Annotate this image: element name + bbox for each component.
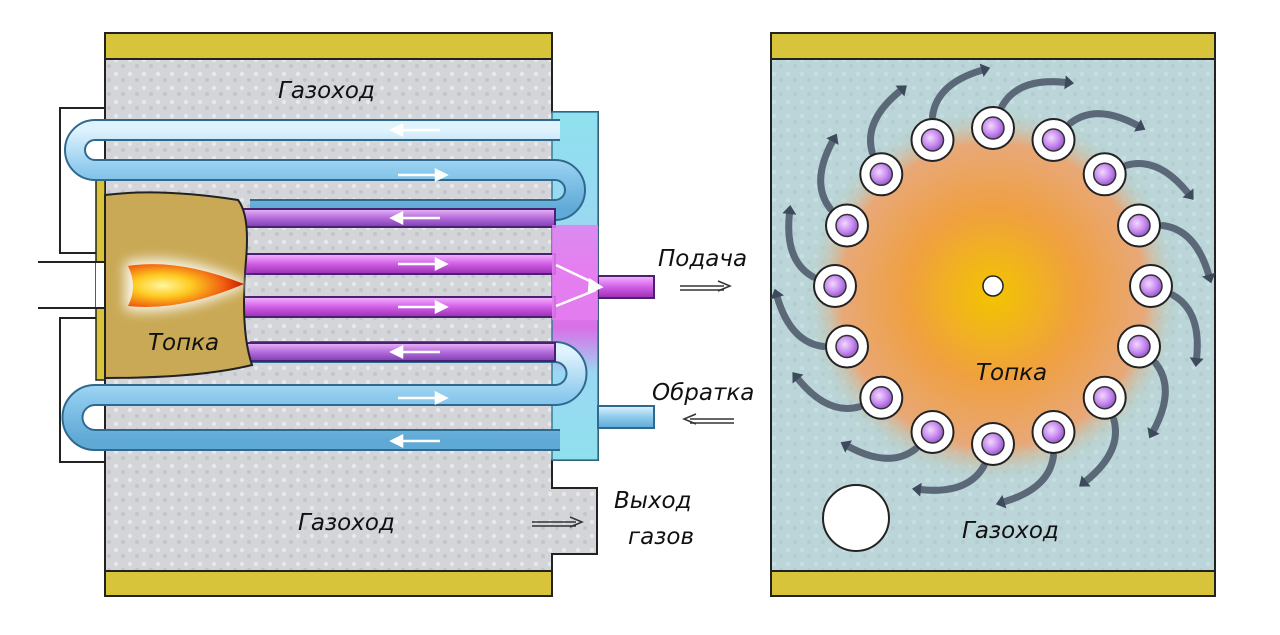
return-outlet-pipe (597, 405, 655, 429)
curved-arrow-icon (1000, 452, 1057, 506)
tube-core (1041, 420, 1066, 444)
firebox-label: Топка (148, 330, 219, 356)
insulation-bottom (104, 570, 553, 597)
tube-core (1127, 334, 1151, 359)
tube-core (981, 116, 1005, 140)
curved-arrow-icon (845, 443, 920, 462)
arrow-right-icon (398, 256, 449, 272)
arrowhead-icon (1064, 75, 1074, 90)
arrowhead-icon (792, 372, 804, 384)
tube-ring (770, 63, 1216, 509)
right-cross-section: Топка Газоход (770, 32, 1216, 597)
flame-icon (125, 258, 250, 312)
exhaust-label-line2: газов (628, 524, 694, 550)
arrowhead-icon (782, 205, 797, 215)
curved-arrow-icon (817, 138, 836, 213)
right-firebox-label: Топка (976, 360, 1047, 386)
arrow-left-icon (389, 122, 440, 138)
arrow-right-icon (532, 516, 584, 528)
curved-arrow-icon (773, 293, 827, 350)
flue-bottom-label: Газоход (298, 510, 395, 536)
insulation-bottom-right (770, 570, 1216, 597)
converging-arrows (555, 263, 604, 308)
tube-core (1092, 162, 1117, 187)
arrowhead-icon (1189, 357, 1204, 367)
arrowhead-icon (1147, 427, 1160, 439)
right-flue-label: Газоход (962, 518, 1059, 544)
curved-arrow-icon (1066, 110, 1141, 129)
supply-outlet-pipe (597, 275, 655, 299)
flue-top-label: Газоход (278, 78, 375, 104)
flue-exit-hole (822, 484, 890, 552)
center-hole (982, 275, 1004, 297)
curved-arrow-icon (1123, 160, 1192, 197)
arrowhead-icon (979, 63, 991, 77)
exhaust-label-line1: Выход (614, 488, 692, 514)
arrowhead-icon (912, 482, 922, 497)
tube-core (1092, 385, 1117, 410)
arrowhead-icon (840, 440, 852, 453)
tube-core (920, 420, 945, 444)
tube-core (835, 334, 859, 359)
tube-core (1139, 274, 1163, 298)
external-arrows (532, 280, 734, 528)
tube-core (1041, 128, 1066, 152)
arrow-left-icon (389, 344, 440, 360)
curved-arrow-icon (1159, 222, 1213, 279)
curved-arrow-icon (867, 87, 904, 156)
curved-arrow-icon (1082, 416, 1119, 485)
curved-arrow-icon (917, 462, 988, 494)
curved-arrow-icon (785, 210, 817, 281)
arrowhead-icon (895, 85, 907, 97)
hot-pipe-3 (239, 296, 556, 318)
insulation-top-right (770, 32, 1216, 60)
tube-core (869, 385, 894, 410)
arrow-left-icon (682, 413, 734, 425)
insulation-top (104, 32, 553, 60)
arrow-right-icon (680, 280, 732, 292)
tube-core (835, 213, 859, 238)
cold-pipes (61, 119, 588, 451)
arrowhead-icon (826, 133, 839, 145)
supply-label: Подача (658, 246, 747, 272)
arrow-right-icon (398, 167, 449, 183)
arrow-left-icon (389, 433, 440, 449)
tube-core (869, 162, 894, 187)
arrow-left-icon (389, 210, 440, 226)
arrowhead-icon (995, 495, 1007, 509)
arrowhead-icon (1202, 272, 1216, 284)
arrowhead-icon (1182, 188, 1194, 200)
return-label: Обратка (652, 380, 754, 406)
arrowhead-icon (1079, 475, 1091, 487)
tube-core (1127, 213, 1151, 238)
arrow-right-icon (398, 390, 449, 406)
tube-core (981, 432, 1005, 456)
left-cross-section: Газоход Топка Газоход Подача Обратка Вых… (38, 32, 754, 597)
hot-pipe-2 (239, 253, 556, 275)
flow-arrows (389, 122, 604, 449)
left-wall-upper (59, 107, 105, 254)
arrowhead-icon (770, 288, 784, 300)
tube-core (920, 128, 945, 152)
curved-arrow-icon (929, 66, 986, 120)
arrow-right-icon (398, 299, 449, 315)
left-wall-lower (59, 317, 105, 463)
curved-arrow-icon (1169, 291, 1201, 362)
tube-core (823, 274, 847, 298)
curved-arrow-icon (794, 375, 863, 412)
curved-arrow-icon (998, 78, 1069, 110)
arrowhead-icon (1134, 119, 1146, 132)
curved-arrow-icon (1150, 359, 1169, 434)
